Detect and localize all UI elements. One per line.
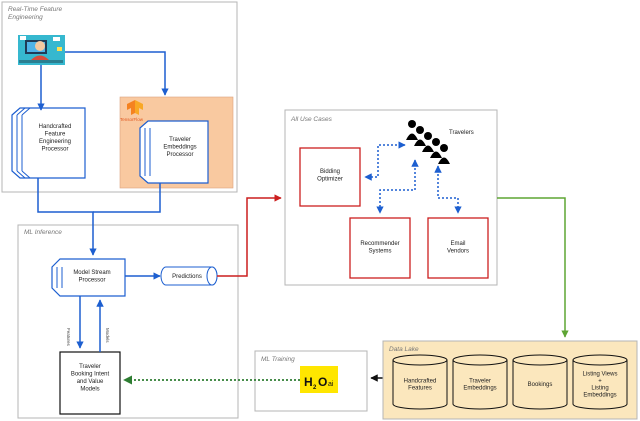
link-travelers-email: [434, 165, 462, 214]
tensorflow-label: TensorFlow: [120, 117, 144, 122]
svg-text:2: 2: [313, 385, 317, 391]
predictions-queue: Predictions: [160, 266, 218, 286]
travelers-icon: [406, 120, 450, 164]
db-bookings-label: Bookings: [528, 382, 553, 388]
edge-label-models: Models: [105, 328, 110, 343]
db-bookings: Bookings: [512, 354, 568, 410]
ml-training-title: ML Training: [261, 356, 295, 363]
realtime-title-line1: Real-Time Feature: [8, 6, 63, 13]
flow-predictions-to-usecases: [217, 194, 282, 277]
realtime-section: Real-Time Feature Engineering TensorFlow: [1, 1, 238, 193]
svg-text:Predictions: Predictions: [172, 274, 202, 280]
user-events-icon: [18, 35, 65, 65]
svg-text:O: O: [318, 375, 327, 389]
h2o-logo-icon: H 2 O ai: [300, 366, 338, 393]
data-lake-title: Data Lake: [389, 346, 419, 353]
svg-text:H: H: [304, 375, 313, 389]
ml-training-section: ML Training H 2 O ai: [254, 350, 368, 412]
flow-usecases-to-datalake: [497, 197, 569, 338]
link-travelers-bidding: [364, 141, 406, 181]
flow-handcrafted-to-stream: [37, 178, 97, 256]
tensorflow-logo-icon: [127, 100, 143, 115]
ml-inference-title: ML Inference: [24, 229, 62, 236]
link-travelers-recommender: [376, 159, 419, 214]
travelers-label: Travelers: [449, 130, 474, 136]
svg-text:ai: ai: [328, 381, 334, 388]
realtime-title-line2: Engineering: [8, 14, 43, 21]
flow-user-to-embeddings: [65, 51, 169, 96]
edge-label-features: Features: [66, 328, 71, 347]
flow-embeddings-to-stream: [93, 183, 161, 213]
use-cases-title: All Use Cases: [290, 116, 333, 123]
